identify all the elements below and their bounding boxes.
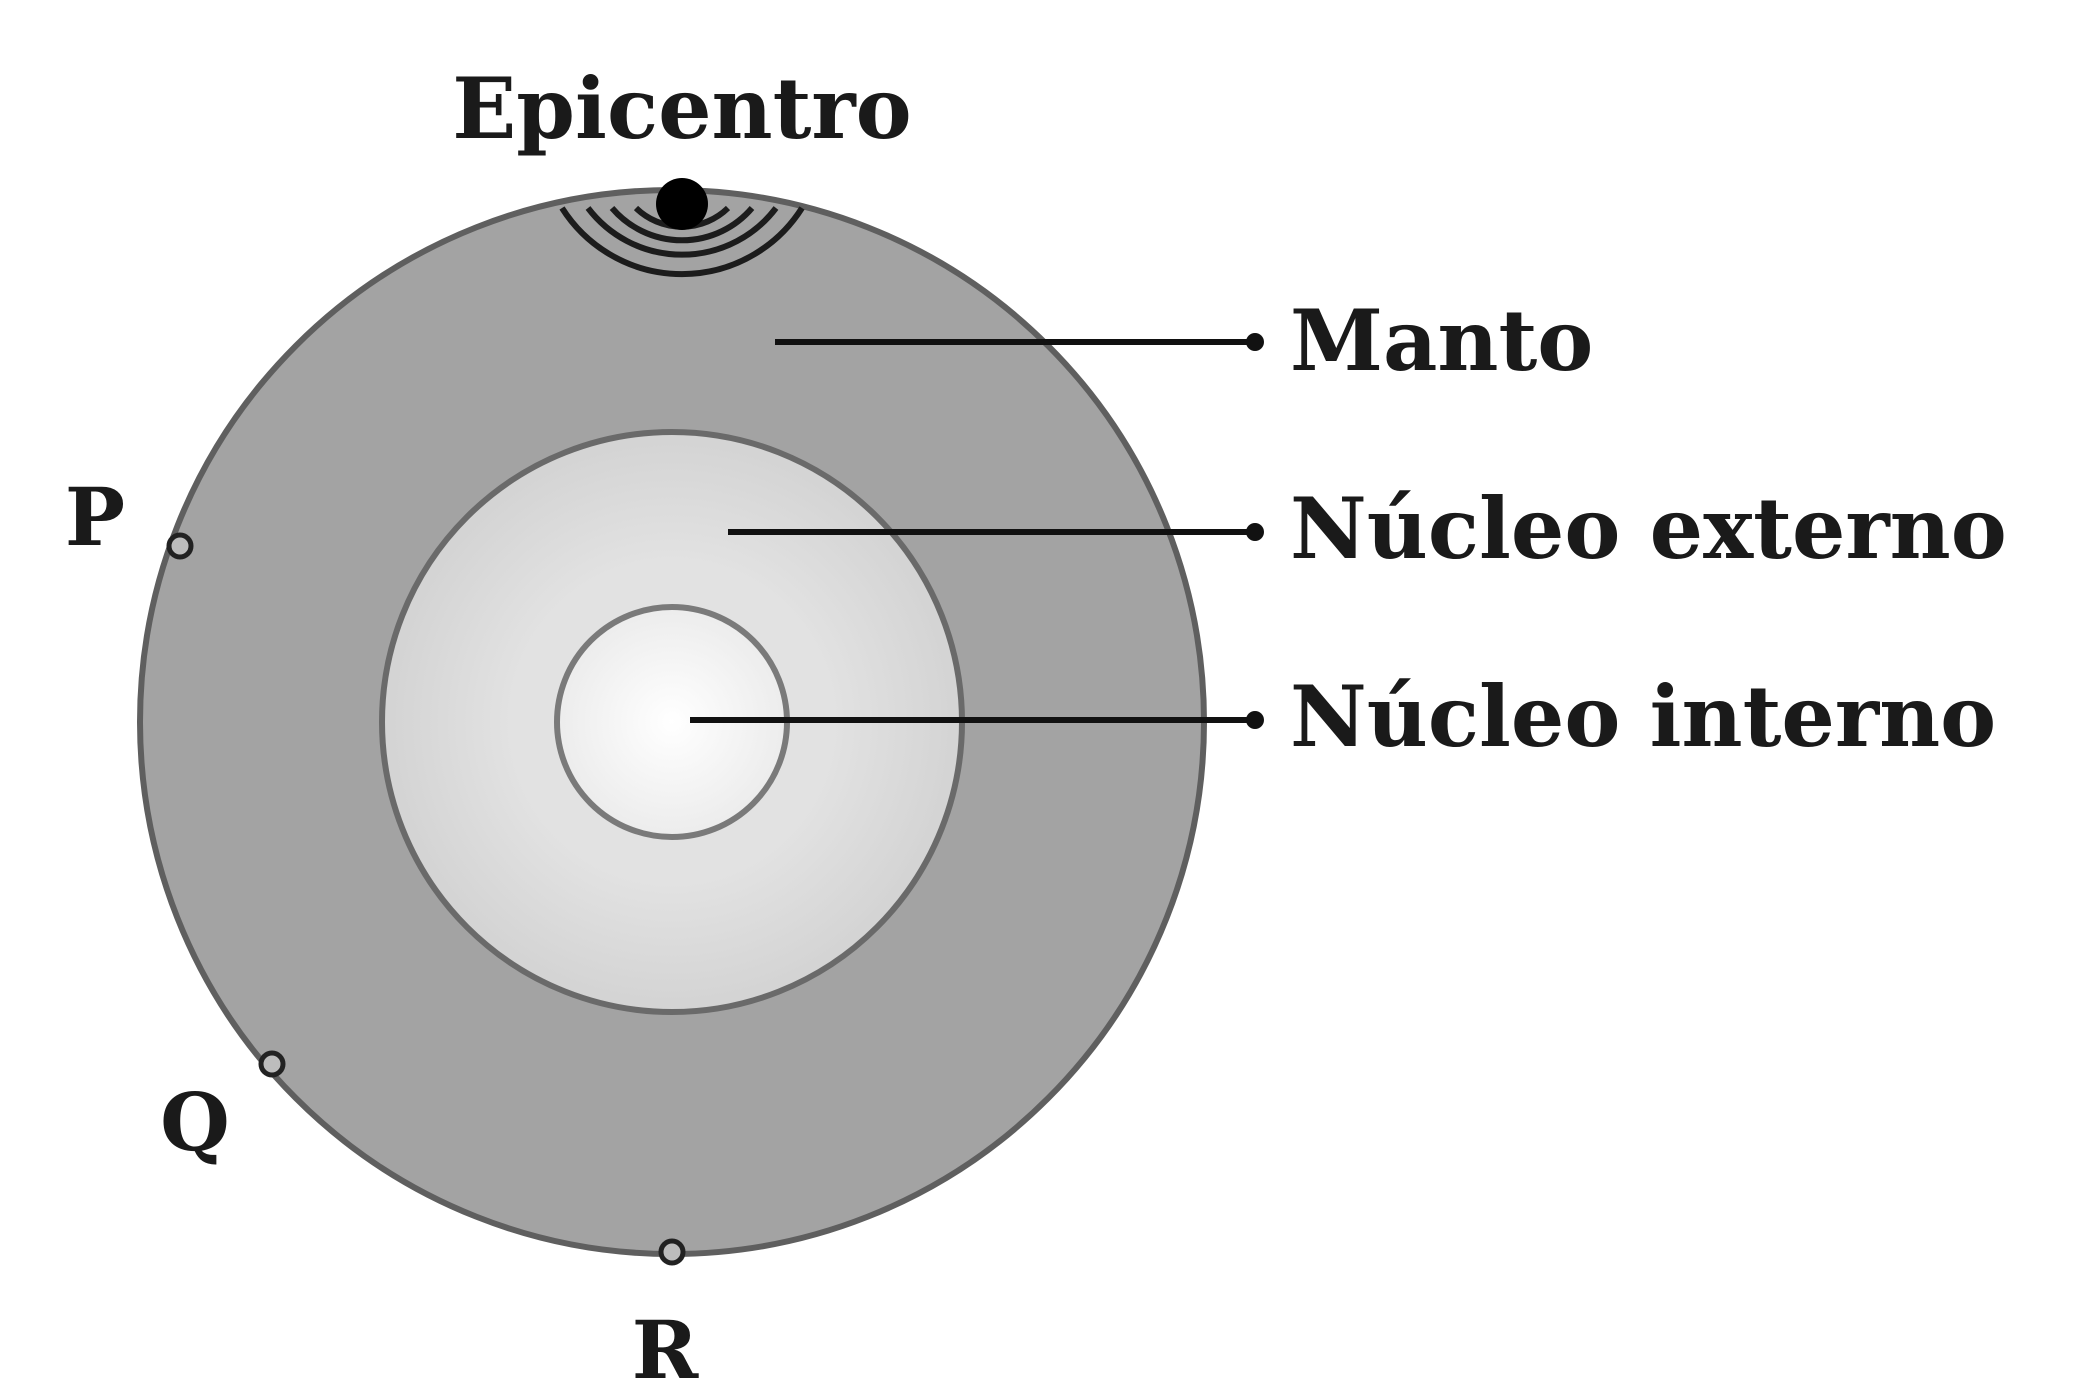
station-r-label: R xyxy=(632,1303,699,1396)
mantle-label: Manto xyxy=(1290,291,1593,390)
epicenter-dot xyxy=(656,178,708,230)
mantle-leader-end xyxy=(1246,333,1264,351)
station-r-marker xyxy=(658,1238,686,1266)
outer-core-leader-end xyxy=(1246,523,1264,541)
inner-core-label: Núcleo interno xyxy=(1290,667,1996,766)
station-p-marker xyxy=(166,532,194,560)
station-q-label: Q xyxy=(160,1075,230,1169)
epicenter-label: Epicentro xyxy=(452,59,911,158)
station-q-marker xyxy=(258,1050,286,1078)
station-p-label: P xyxy=(65,470,125,564)
outer-core-label: Núcleo externo xyxy=(1290,479,2007,578)
inner-core-leader-end xyxy=(1246,711,1264,729)
seismic-waves xyxy=(559,205,805,277)
